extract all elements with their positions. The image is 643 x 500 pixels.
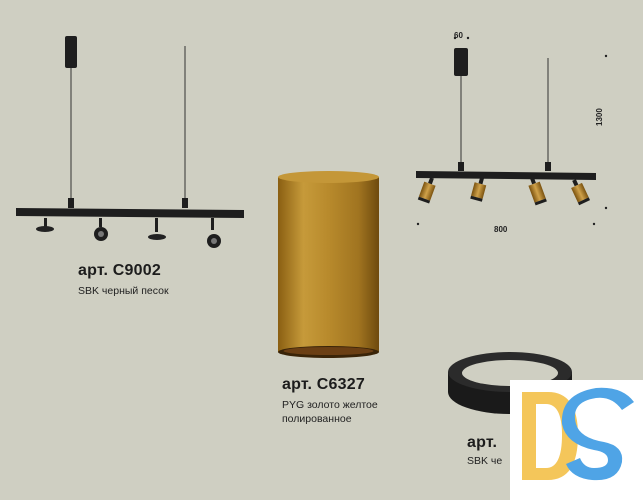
article-title: арт. С9002 [78,262,161,279]
height-label: 1300 [595,108,604,126]
article-description: SBK че [467,455,503,467]
article-title: арт. С6327 [282,376,365,393]
spot-light [207,218,221,248]
article-description: PYG золото желтое [282,399,378,411]
track-pendant-fixture [16,36,244,248]
gold-spot [571,179,591,206]
article-title: арт. [467,434,498,451]
product-block-c6327: арт. С6327 PYG золото желтое полированно… [282,376,378,426]
track-bar [416,171,596,180]
ceiling-canopy [65,36,77,68]
gold-cylinder-shade [278,171,379,358]
track-bar [16,208,244,218]
article-description: SBK черный песок [78,285,169,297]
ceiling-canopy [454,48,468,76]
gold-spot [528,177,547,206]
gold-spot [470,177,487,202]
ds-logo [510,380,643,500]
product-block-ring: арт. SBK че [467,434,502,468]
spot-light [148,218,166,240]
article-description: полированное [282,413,352,425]
product-block-c9002: арт. С9002 SBK черный песок [78,262,169,298]
canopy-width-label: 60 [454,31,463,40]
spot-light [36,218,54,232]
gold-spot [417,177,436,204]
length-label: 800 [494,225,508,234]
spot-light [94,218,108,241]
assembled-fixture [416,36,608,226]
